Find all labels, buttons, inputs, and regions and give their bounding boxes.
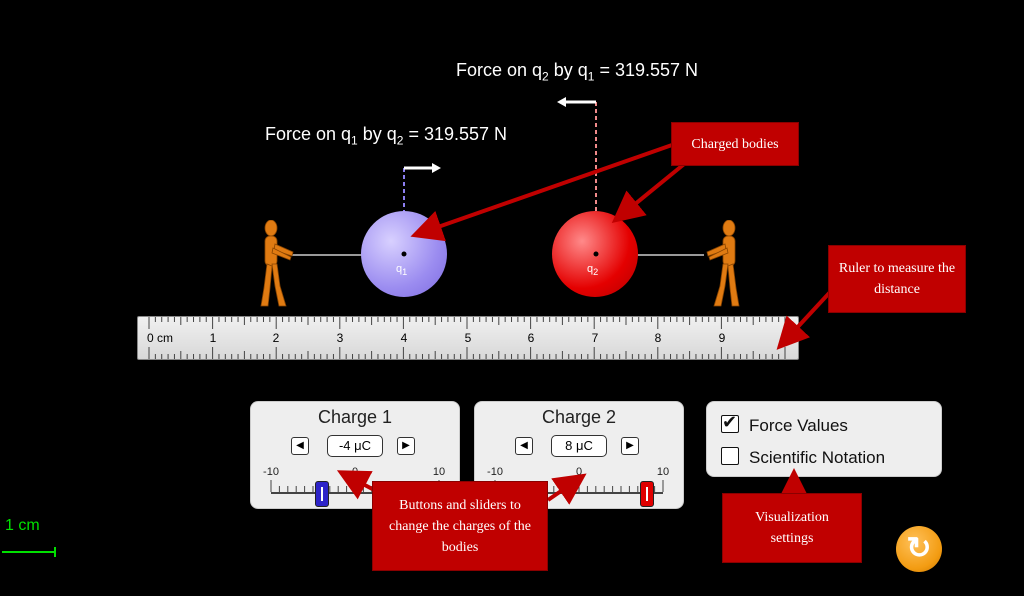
ruler-ticks [148, 317, 786, 359]
force-q1-sub2: 2 [396, 133, 404, 148]
force-q2-value: = 319.557 N [594, 60, 699, 80]
scientific-notation-option[interactable]: Scientific Notation [721, 447, 885, 468]
visualization-settings-panel: ✔ Force Values Scientific Notation [706, 401, 942, 477]
force-values-option[interactable]: ✔ Force Values [721, 412, 848, 436]
force-q1-value: = 319.557 N [403, 124, 508, 144]
callout-arrow-q1 [410, 143, 673, 242]
q2-label-text: q [587, 263, 594, 275]
charge1-title: Charge 1 [317, 407, 393, 427]
left-rope [292, 254, 364, 256]
charge2-value: 8 μC [551, 435, 607, 457]
charge2-zero-label: 0 [575, 466, 583, 478]
charge1-value: -4 μC [327, 435, 383, 457]
force-q2-prefix: Force on q [456, 60, 543, 80]
reset-icon: ↻ [906, 532, 932, 565]
q1-label-sub: 1 [402, 267, 408, 278]
charge2-decrement-button[interactable]: ◀ [515, 437, 533, 455]
ruler-number: 7 [591, 331, 599, 345]
right-person-icon [706, 220, 740, 307]
callout-charged-bodies: Charged bodies [671, 122, 799, 166]
scientific-notation-label: Scientific Notation [749, 448, 886, 467]
force-q1-prefix: Force on q [265, 124, 352, 144]
callout-arrow-ruler [776, 288, 834, 350]
force-q2-sub1: 2 [542, 69, 549, 84]
charge1-min-label: -10 [263, 466, 279, 478]
check-icon: ✔ [722, 412, 738, 432]
callout-arrow-slider2 [546, 473, 587, 505]
ruler-unit-label: 0 cm [146, 331, 174, 345]
force-q2-sub2: 1 [587, 69, 595, 84]
charge2-max-label: 10 [656, 466, 670, 478]
ruler-number: 6 [527, 331, 535, 345]
force-q1-mid: by q [357, 124, 397, 144]
q1-force-arrow-icon [404, 163, 441, 173]
ruler-number: 1 [209, 331, 217, 345]
ruler-number: 5 [464, 331, 472, 345]
charge1-max-label: 10 [432, 466, 446, 478]
q1-label: q1 [396, 263, 407, 277]
q2-force-arrow-icon [557, 97, 596, 107]
scale-bar [2, 547, 56, 557]
scientific-notation-checkbox[interactable] [721, 447, 739, 465]
force-q1-sub1: 1 [351, 133, 358, 148]
force-values-checkbox[interactable]: ✔ [721, 412, 739, 433]
charge1-slider-thumb[interactable] [315, 481, 330, 507]
charge2-increment-button[interactable]: ▶ [621, 437, 639, 455]
force-label-q1: Force on q1 by q2 = 319.557 N [265, 124, 507, 148]
right-rope [636, 254, 704, 256]
charge1-increment-button[interactable]: ▶ [397, 437, 415, 455]
ruler-number: 2 [272, 331, 280, 345]
charge2-title: Charge 2 [541, 407, 617, 427]
charge2-slider-thumb[interactable] [640, 481, 655, 507]
ruler-number: 3 [336, 331, 344, 345]
q2-label-sub: 2 [593, 267, 599, 278]
q2-center-dot [593, 251, 599, 257]
charge2-min-label: -10 [487, 466, 503, 478]
callout-visualization: Visualization settings [722, 493, 862, 563]
ruler-number: 8 [654, 331, 662, 345]
ruler-number: 4 [400, 331, 408, 345]
reset-button[interactable]: ↻ [896, 526, 942, 572]
callout-buttons-sliders: Buttons and sliders to change the charge… [372, 481, 548, 571]
force-label-q2: Force on q2 by q1 = 319.557 N [456, 60, 698, 84]
callout-ruler: Ruler to measure the distance [828, 245, 966, 313]
callout-arrow-q2 [611, 154, 696, 224]
q2-label: q2 [587, 263, 598, 277]
distance-ruler[interactable]: 0 cm 1 2 3 4 5 6 7 8 9 [137, 316, 799, 360]
force-q2-mid: by q [548, 60, 588, 80]
charge1-decrement-button[interactable]: ◀ [291, 437, 309, 455]
q1-label-text: q [396, 263, 403, 275]
force-values-label: Force Values [749, 416, 848, 435]
scale-label: 1 cm [5, 517, 40, 534]
q1-center-dot [401, 251, 407, 257]
left-person-icon [260, 220, 294, 307]
ruler-number: 9 [718, 331, 726, 345]
